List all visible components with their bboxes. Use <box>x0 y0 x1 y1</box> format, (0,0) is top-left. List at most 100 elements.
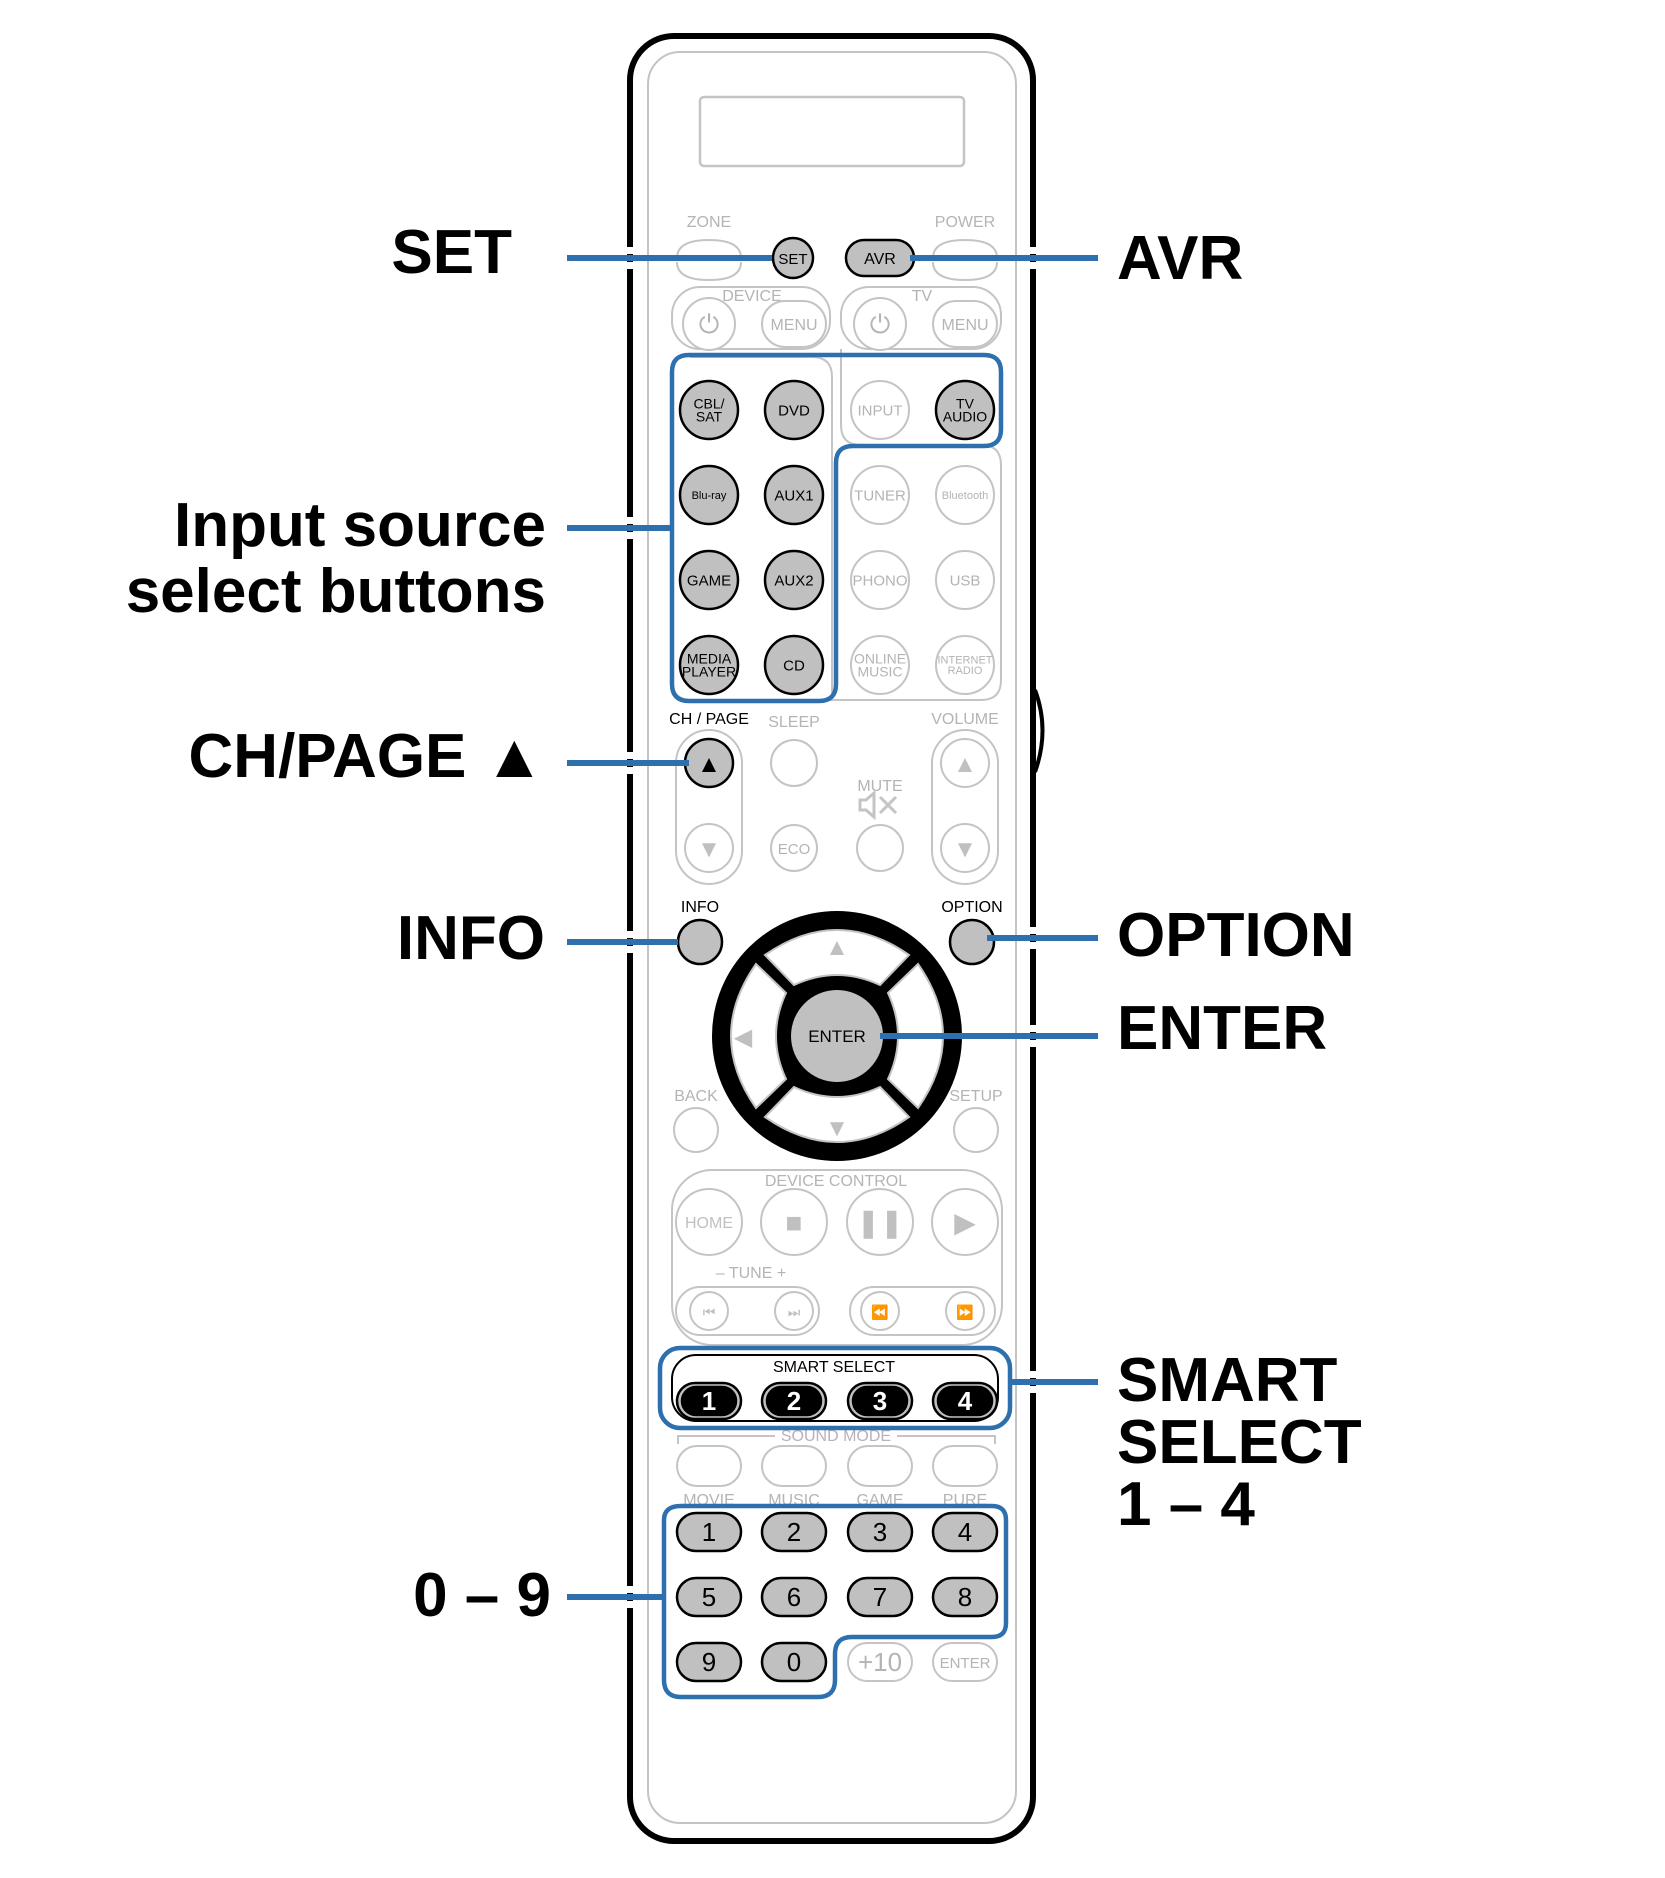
volume-down-button[interactable] <box>940 823 990 873</box>
dpad-up-button[interactable] <box>763 929 911 987</box>
callout-avr: AVR <box>1117 224 1244 293</box>
pause-button[interactable] <box>846 1188 914 1256</box>
fast-forward-button[interactable] <box>945 1291 985 1331</box>
tune-rocker-right <box>849 1286 996 1336</box>
number-5-button[interactable] <box>675 1576 743 1618</box>
number-9-button[interactable] <box>675 1641 743 1683</box>
cbl-sat-label: CBL/SAT <box>693 395 724 424</box>
number-1-button[interactable] <box>675 1511 743 1553</box>
tune-label: – TUNE + <box>716 1265 786 1282</box>
tune-minus-button[interactable] <box>689 1291 729 1331</box>
tv-menu-button[interactable] <box>932 300 998 348</box>
volume-up-button[interactable] <box>940 738 990 788</box>
smart-select-highlight-frame <box>657 1345 1013 1431</box>
smart-select-3-inner[interactable] <box>851 1385 909 1417</box>
setup-button[interactable] <box>953 1107 999 1153</box>
rewind-button[interactable] <box>860 1291 900 1331</box>
enter-button[interactable] <box>791 990 883 1082</box>
number-+10-button[interactable] <box>847 1642 913 1682</box>
sound-mode-game-button[interactable] <box>847 1445 913 1487</box>
cbl-sat-button[interactable] <box>678 379 740 441</box>
smart-select-4-label: 4 <box>958 1386 973 1416</box>
power-button[interactable] <box>932 238 998 282</box>
sound-mode-movie-button[interactable] <box>676 1445 742 1487</box>
sleep-label: SLEEP <box>768 714 820 731</box>
aux1-button[interactable] <box>763 464 825 526</box>
game-label: GAME <box>687 572 731 589</box>
aux1-label: AUX1 <box>774 487 813 504</box>
blu-ray-button[interactable] <box>678 464 740 526</box>
info-button[interactable] <box>676 918 724 966</box>
dpad-left-button[interactable] <box>730 962 788 1110</box>
sound-mode-bracket <box>677 1435 996 1444</box>
game-button[interactable] <box>678 549 740 611</box>
device-menu-button[interactable] <box>761 300 827 348</box>
tune-plus-button[interactable] <box>774 1291 814 1331</box>
number-6-button[interactable] <box>760 1576 828 1618</box>
zone-button[interactable] <box>676 238 742 282</box>
number-4-button[interactable] <box>931 1511 999 1553</box>
number-8-button[interactable] <box>931 1576 999 1618</box>
usb-button[interactable] <box>935 550 995 610</box>
set-button[interactable] <box>771 236 815 280</box>
mute-label: MUTE <box>857 778 902 795</box>
ch-page-rocker <box>675 729 743 885</box>
ch-page-down-button[interactable] <box>684 823 734 873</box>
cd-button[interactable] <box>763 634 825 696</box>
media-player-button[interactable] <box>678 634 740 696</box>
section-labels: ZONE POWER DEVICE TV CH / PAGE SLEEP VOL… <box>669 214 1003 1445</box>
tv-power-button[interactable] <box>853 297 907 351</box>
sound-mode-music-button[interactable] <box>761 1445 827 1487</box>
mute-button[interactable] <box>856 824 904 872</box>
bluetooth-label: Bluetooth <box>942 490 988 502</box>
avr-button-label: AVR <box>864 251 896 268</box>
smart-select-4-inner[interactable] <box>936 1385 994 1417</box>
back-label: BACK <box>674 1088 718 1105</box>
phono-button[interactable] <box>850 550 910 610</box>
smart-select-3-label: 3 <box>873 1386 887 1416</box>
bluetooth-button[interactable] <box>935 465 995 525</box>
ch-page-down-icon: ▼ <box>697 836 721 863</box>
internet-radio-button[interactable] <box>935 635 995 695</box>
eco-button[interactable] <box>770 824 818 872</box>
number-ENTER-button[interactable] <box>932 1642 998 1682</box>
number-9-label: 9 <box>702 1647 716 1677</box>
stop-button[interactable] <box>760 1188 828 1256</box>
number-2-button[interactable] <box>760 1511 828 1553</box>
home-button[interactable] <box>675 1188 743 1256</box>
usb-label: USB <box>950 572 981 589</box>
number-0-button[interactable] <box>760 1641 828 1683</box>
rewind-icon: ⏪ <box>871 1304 888 1321</box>
dpad-down-icon: ▼ <box>825 1115 849 1142</box>
tv-label: TV <box>912 288 933 305</box>
sound-mode-pure-button[interactable] <box>932 1445 998 1487</box>
tuner-button[interactable] <box>850 465 910 525</box>
numeric-highlight-frame <box>661 1503 1009 1700</box>
aux2-button[interactable] <box>763 549 825 611</box>
smart-select-1-inner[interactable] <box>680 1385 738 1417</box>
smart-select-2-label: 2 <box>787 1386 801 1416</box>
dpad-left-icon: ◀ <box>734 1024 753 1051</box>
device-label: DEVICE <box>722 288 782 305</box>
dpad-down-button[interactable] <box>763 1085 911 1143</box>
number-0-label: 0 <box>787 1647 801 1677</box>
callout-input-source: Input source select buttons <box>125 491 546 626</box>
number-3-button[interactable] <box>846 1511 914 1553</box>
option-button[interactable] <box>948 918 996 966</box>
back-button[interactable] <box>673 1107 719 1153</box>
smart-select-2-inner[interactable] <box>765 1385 823 1417</box>
dvd-button[interactable] <box>763 379 825 441</box>
play-button[interactable] <box>931 1188 999 1256</box>
online-music-button[interactable] <box>850 635 910 695</box>
shell-gaps <box>626 247 1037 1608</box>
number-7-button[interactable] <box>846 1576 914 1618</box>
input-button[interactable] <box>850 380 910 440</box>
sleep-button[interactable] <box>770 739 818 787</box>
tv-audio-button[interactable] <box>934 379 996 441</box>
blu-ray-label: Blu-ray <box>692 490 727 502</box>
device-power-button[interactable] <box>682 297 736 351</box>
display-window <box>698 95 966 168</box>
